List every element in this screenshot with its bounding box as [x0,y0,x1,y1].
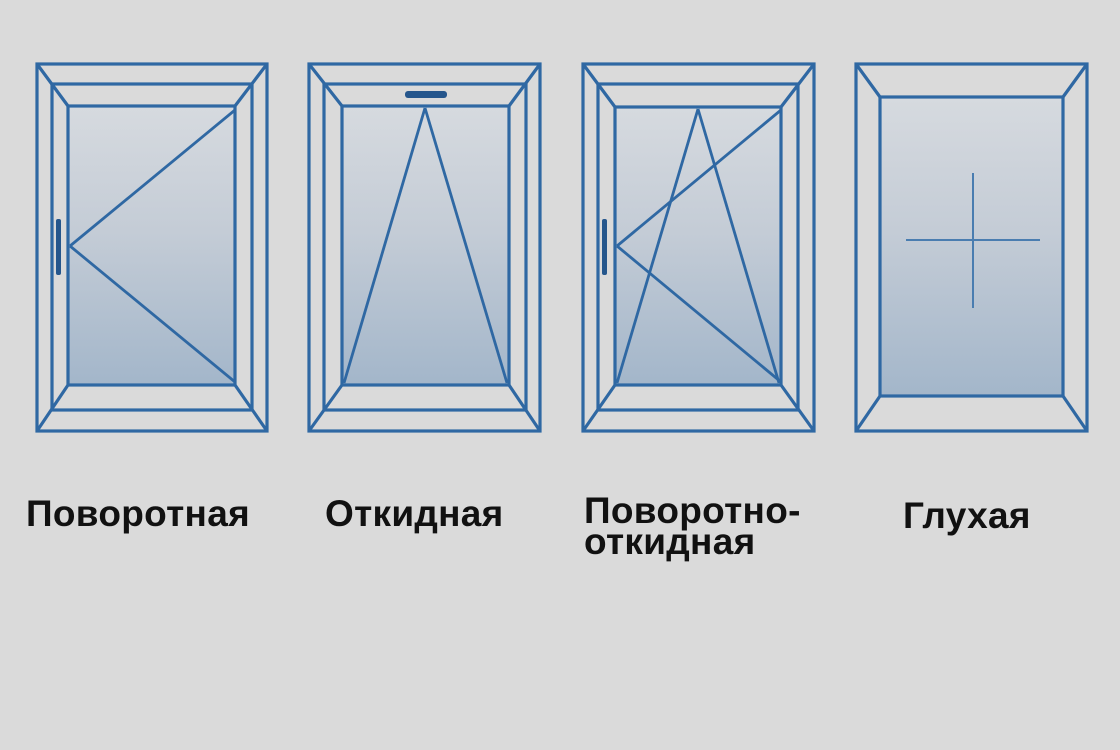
turn-sash-icon [69,108,236,384]
label-turn-tilt-line1: Поворотно- [584,490,801,531]
glass-pane [615,107,781,385]
label-turn-tilt: Поворотно- откидная [584,492,801,562]
tilt-sash-icon [342,107,509,384]
window-turn [35,62,269,433]
label-turn: Поворотная [26,493,250,534]
handle-icon [56,219,61,275]
label-tilt: Откидная [325,493,504,534]
fixed-cross-icon [906,173,1040,308]
window-turn-tilt [581,62,816,433]
inner-frame [613,105,783,387]
inner-frame [66,104,237,387]
outer-frame [581,62,816,433]
glass-pane [342,106,509,385]
sash-frame [322,82,528,412]
window-fixed [854,62,1089,433]
inner-frame [878,95,1065,398]
window-tilt [307,62,542,433]
turn-tilt-sash-icon [615,108,782,384]
handle-icon [602,219,607,275]
inner-frame [340,104,511,387]
label-turn-tilt-line2: откидная [584,521,756,562]
sash-frame [50,82,254,412]
glass-pane [880,97,1063,396]
label-fixed: Глухая [903,495,1031,536]
glass-pane [68,106,235,385]
outer-frame [35,62,269,433]
sash-frame [596,82,800,412]
outer-frame [307,62,542,433]
outer-frame [854,62,1089,433]
handle-icon [405,91,447,98]
